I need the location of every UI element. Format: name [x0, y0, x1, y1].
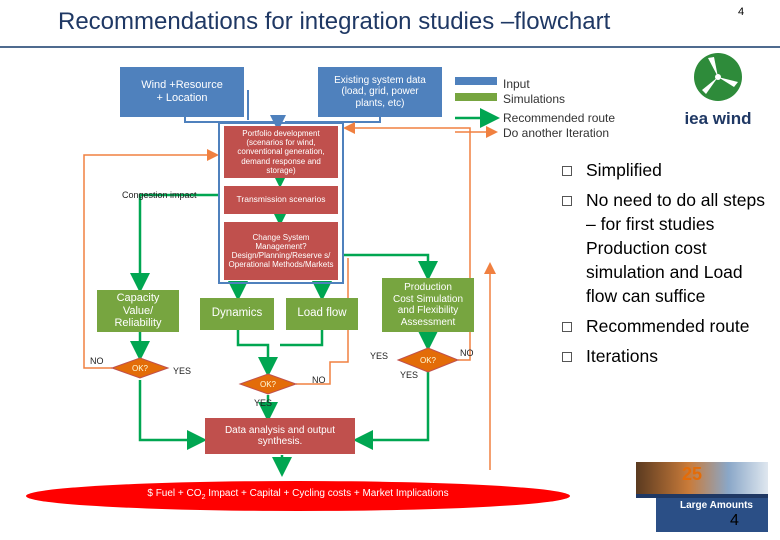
change-system-body: Design/Planning/Reserve s/ Operational M…: [228, 251, 334, 270]
capacity-value-line2: Value/: [122, 304, 154, 317]
cost-ellipse-text: $ Fuel + CO2 Impact + Capital + Cycling …: [30, 488, 566, 501]
yes-label-4: YES: [400, 370, 419, 380]
portfolio-development-box: Portfolio development (scenarios for win…: [224, 126, 338, 178]
bullet-item: Iterations: [562, 344, 776, 368]
legend-input: Input: [503, 77, 530, 91]
route-arrow: [342, 253, 438, 281]
route-arrow: [130, 193, 218, 293]
existing-system-line2: (load, grid, power: [341, 86, 419, 98]
large-amounts-strip: [636, 494, 768, 498]
large-amounts-logo: 25 Large Amounts: [636, 462, 768, 532]
data-analysis-line1: Data analysis and output: [224, 424, 336, 436]
iteration-arrow: [343, 122, 471, 361]
bullet-text: Iterations: [586, 346, 658, 366]
no-label-2: NO: [312, 375, 326, 385]
wind-resource-box: Wind +Resource + Location: [120, 67, 244, 117]
iea-wind-logo: iea wind: [676, 52, 760, 128]
cost-ellipse-subscript: 2: [201, 494, 206, 501]
legend-simulations-swatch: [455, 93, 497, 101]
production-cost-line3: and Flexibility: [397, 305, 459, 316]
capacity-value-line1: Capacity: [116, 292, 160, 305]
bullet-list: Simplified No need to do all steps – for…: [562, 158, 776, 374]
transmission-scenarios-box: Transmission scenarios: [224, 186, 338, 214]
bullet-text: Recommended route: [586, 316, 750, 336]
cost-ellipse-text-b: Impact + Capital + Cycling costs + Marke…: [205, 488, 449, 499]
decision-diamond: [238, 373, 298, 395]
title-divider: [0, 46, 780, 48]
route-arrow: [236, 330, 278, 377]
congestion-impact-label: Congestion impact: [122, 190, 197, 200]
decision-diamond: [396, 347, 460, 373]
yes-label-1: YES: [173, 366, 192, 376]
legend-input-swatch: [455, 77, 497, 85]
existing-system-line1: Existing system data: [334, 74, 426, 86]
production-cost-line2: Cost Simulation: [392, 293, 464, 305]
page-number-top: 4: [738, 6, 745, 18]
yes-label-2: YES: [254, 398, 273, 408]
iteration-arrow: [83, 149, 219, 369]
bullet-item: Recommended route: [562, 314, 776, 338]
bullet-item: No need to do all steps – for first stud…: [562, 188, 776, 308]
large-amounts-text: Large Amounts: [680, 500, 753, 511]
capacity-value-box: Capacity Value/ Reliability: [97, 290, 179, 332]
bullet-item: Simplified: [562, 158, 776, 182]
load-flow-text: Load flow: [297, 307, 347, 320]
production-cost-line1: Production: [404, 282, 452, 293]
portfolio-development-text: Portfolio development (scenarios for win…: [237, 129, 325, 175]
transmission-scenarios-text: Transmission scenarios: [236, 194, 326, 205]
legend-iteration: Do another Iteration: [503, 126, 610, 140]
large-amounts-panel: [656, 498, 768, 532]
route-arrow: [353, 372, 430, 450]
existing-system-box: Existing system data (load, grid, power …: [318, 67, 442, 117]
wind-resource-line2: + Location: [156, 92, 208, 104]
iea-wind-text: iea wind: [684, 109, 752, 128]
route-arrow: [138, 380, 207, 450]
change-system-box: Change System Management? Design/Plannin…: [224, 222, 338, 280]
decision-diamond: [110, 357, 170, 379]
dynamics-box: Dynamics: [200, 298, 274, 330]
legend-simulations: Simulations: [503, 92, 566, 106]
wind-turbine-icon: [694, 53, 742, 101]
capacity-value-line3: Reliability: [114, 317, 162, 330]
legend-recommended: Recommended route: [503, 111, 616, 125]
bullet-marker-icon: [562, 352, 572, 362]
change-system-title: Change System Management?: [252, 232, 310, 251]
existing-system-line3: plants, etc): [355, 97, 405, 109]
production-cost-box: Production Cost Simulation and Flexibili…: [382, 278, 474, 332]
bullet-text: Simplified: [586, 160, 662, 180]
decision-ok-1: OK?: [131, 364, 148, 373]
decision-ok-3: OK?: [419, 356, 436, 365]
decision-ok-2: OK?: [259, 380, 276, 389]
route-arrow: [280, 330, 324, 347]
bullet-marker-icon: [562, 322, 572, 332]
yes-label-3: YES: [370, 351, 389, 361]
cost-ellipse: [26, 481, 570, 511]
wind-resource-line1: Wind +Resource: [141, 79, 223, 92]
bullet-marker-icon: [562, 196, 572, 206]
page-number-bottom: 4: [730, 512, 739, 529]
no-label-1: NO: [90, 356, 104, 366]
bullet-marker-icon: [562, 166, 572, 176]
slide-title: Recommendations for integration studies …: [58, 8, 611, 35]
load-flow-box: Load flow: [286, 298, 358, 330]
cost-ellipse-text-a: $ Fuel + CO: [147, 488, 202, 499]
production-cost-line4: Assessment: [400, 316, 456, 328]
data-analysis-line2: synthesis.: [257, 436, 303, 447]
data-analysis-box: Data analysis and output synthesis.: [205, 418, 355, 454]
large-amounts-banner: [636, 462, 768, 494]
dynamics-text: Dynamics: [211, 307, 263, 320]
large-amounts-number: 25: [682, 464, 703, 484]
bullet-text: No need to do all steps – for first stud…: [586, 190, 766, 306]
portfolio-group: [218, 122, 344, 284]
no-label-3: NO: [460, 348, 474, 358]
